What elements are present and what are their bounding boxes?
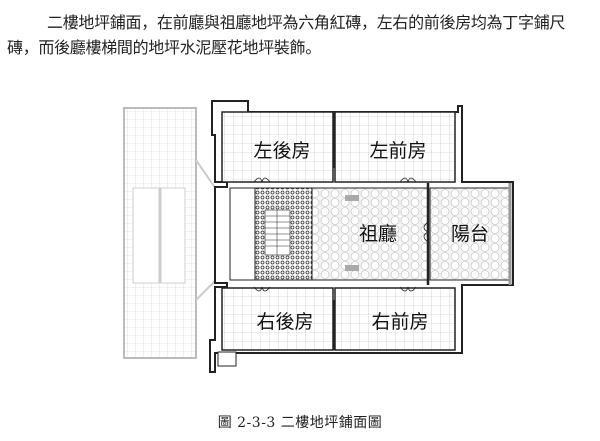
label-balcony: 陽台 (451, 223, 489, 245)
left-annex (123, 107, 219, 359)
main-building (209, 100, 514, 373)
label-ancestral-hall: 祖廳 (359, 223, 397, 245)
label-right-front-room: 右前房 (371, 311, 428, 333)
body-paragraph: 二樓地坪鋪面，在前廳與祖廳地坪為六角紅磚，左右的前後房均為丁字鋪尺磚，而後廳樓梯… (7, 10, 592, 60)
paragraph-text: 二樓地坪鋪面，在前廳與祖廳地坪為六角紅磚，左右的前後房均為丁字鋪尺磚，而後廳樓梯… (7, 13, 566, 57)
label-left-front-room: 左前房 (369, 140, 426, 162)
label-left-back-room: 左後房 (253, 140, 310, 162)
label-right-back-room: 右後房 (256, 311, 313, 333)
figure-caption: 圖 2-3-3 二樓地坪鋪面圖 (217, 415, 383, 431)
